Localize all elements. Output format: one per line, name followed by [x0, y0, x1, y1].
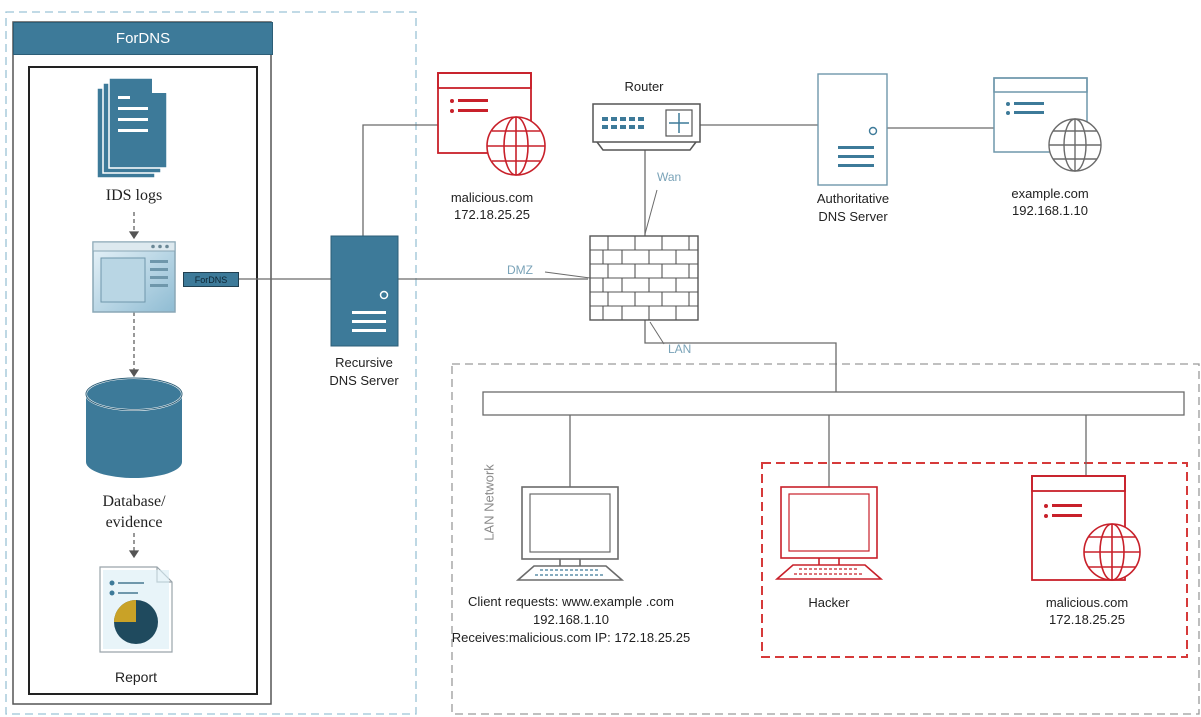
client-label-line2: 192.168.1.10	[533, 612, 609, 627]
document-stack-icon	[96, 77, 168, 179]
client-label-line3: Receives:malicious.com IP: 172.18.25.25	[451, 630, 691, 645]
database-icon	[85, 377, 183, 478]
firewall-icon	[589, 235, 699, 321]
globe-icon	[1048, 118, 1102, 172]
wan-link-label: Wan	[657, 170, 682, 184]
malicious-lan-ip: 172.18.25.25	[1049, 612, 1125, 627]
laptop-icon	[774, 486, 884, 580]
lan-region-border	[451, 363, 1200, 715]
report-label: Report	[114, 669, 158, 685]
link-label-leaders	[544, 189, 665, 345]
fordns-region-border	[5, 11, 417, 715]
hacker-label: Hacker	[808, 595, 850, 610]
recursive-dns-label-line1: Recursive	[335, 355, 393, 370]
server-icon	[817, 73, 888, 186]
malicious-top-name: malicious.com	[450, 190, 534, 205]
database-label-line1: Database/	[102, 493, 166, 510]
connection-lines	[237, 124, 1087, 487]
fordns-inner-frame	[28, 66, 258, 695]
lan-link-label: LAN	[668, 342, 692, 356]
window-app-icon	[92, 241, 176, 313]
fordns-connector-tag: ForDNS	[183, 272, 239, 287]
authoritative-dns-label-line2: DNS Server	[818, 209, 888, 224]
lan-network-label: LAN Network	[481, 464, 497, 541]
dmz-link-label: DMZ	[507, 263, 533, 277]
lan-bus	[482, 391, 1185, 416]
authoritative-dns-label-line1: Authoritative	[816, 191, 890, 206]
fordns-flow-arrows	[128, 212, 140, 559]
report-icon	[99, 566, 173, 653]
globe-icon	[486, 116, 546, 176]
router-label: Router	[624, 79, 664, 94]
ids-logs-label: IDS logs	[105, 187, 163, 204]
client-label-line1: Client requests: www.example .com	[468, 594, 674, 609]
fordns-title: ForDNS	[13, 22, 273, 55]
malicious-top-ip: 172.18.25.25	[454, 207, 530, 222]
recursive-dns-label-line2: DNS Server	[329, 373, 399, 388]
example-server-name: example.com	[1011, 186, 1089, 201]
example-server-ip: 192.168.1.10	[1012, 203, 1088, 218]
laptop-icon	[515, 486, 625, 581]
server-icon	[330, 235, 399, 347]
globe-icon	[1083, 523, 1141, 581]
router-icon	[592, 103, 701, 151]
malicious-lan-name: malicious.com	[1045, 595, 1129, 610]
database-label-line2: evidence	[105, 514, 163, 531]
compromised-region-border	[761, 462, 1188, 658]
